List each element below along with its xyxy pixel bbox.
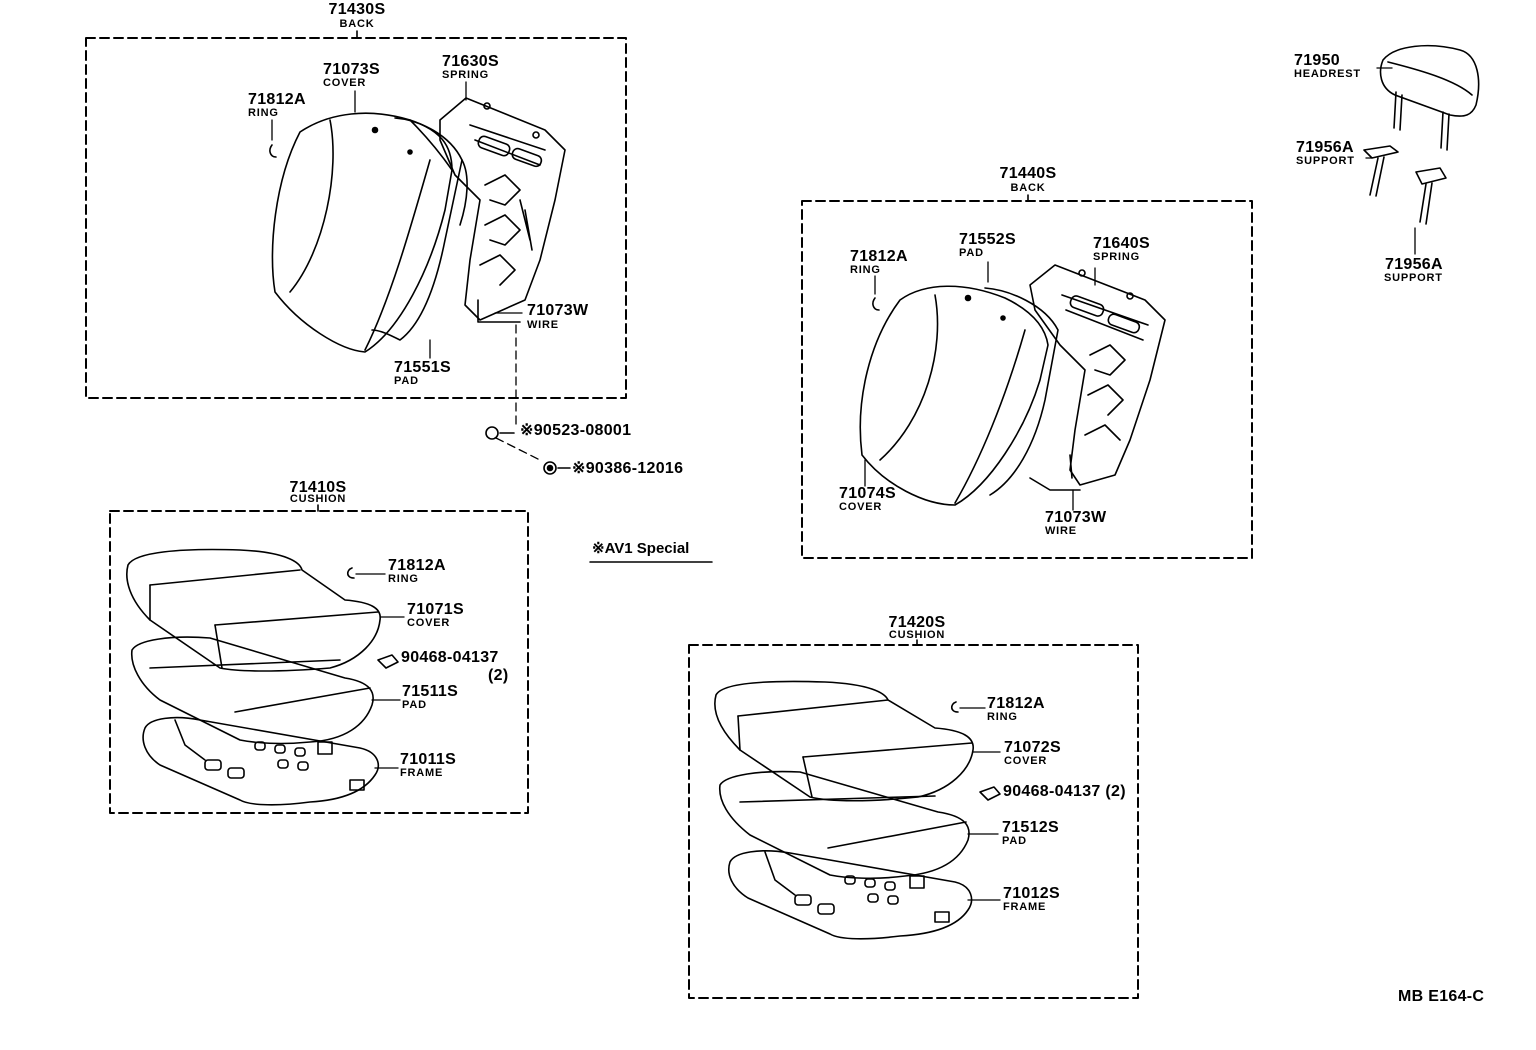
part-71812A-3-no: 71812A [388, 557, 446, 574]
rear-back-spring-drawing [1029, 264, 1166, 486]
front-back-wire-drawing [477, 299, 521, 323]
rear-cushion-clip-drawing [979, 786, 1001, 801]
part-90386-marker: ※ [572, 460, 586, 477]
group-box-cushion-front [109, 504, 529, 814]
leaders-front-cushion [371, 616, 405, 769]
group-back-rear-part-no: 71440S [999, 165, 1057, 182]
part-71640S-name: SPRING [1093, 251, 1140, 263]
part-90523-marker: ※ [520, 422, 534, 439]
fastener-dashline [495, 324, 541, 461]
rear-back-cover-drawing [859, 285, 1049, 506]
front-cushion-clip-drawing [377, 654, 399, 669]
front-cushion-frame-drawing [142, 716, 379, 806]
group-back-front-part-no: 71430S [328, 1, 386, 18]
part-71011S-no: 71011S [400, 751, 457, 768]
part-71812A-3-name: RING [388, 573, 419, 585]
legend-av1-special: ※AV1 Special [592, 540, 690, 557]
part-71073W-1-name: WIRE [527, 319, 559, 331]
front-cushion-pad-drawing [131, 636, 374, 745]
part-71812A-4-no: 71812A [987, 695, 1045, 712]
part-71812A-2-name: RING [850, 264, 881, 276]
part-71640S-no: 71640S [1093, 235, 1150, 252]
part-71512S-name: PAD [1002, 835, 1027, 847]
rear-back-wire-drawing [1029, 454, 1081, 491]
part-71950-name: HEADREST [1294, 68, 1361, 80]
part-71073S-no: 71073S [323, 61, 380, 78]
headrest-support-2-drawing [1414, 167, 1447, 255]
part-90468-1-qty: (2) [488, 667, 509, 684]
part-71072S-name: COVER [1004, 755, 1048, 767]
part-71071S-name: COVER [407, 617, 451, 629]
part-71956A-1-name: SUPPORT [1296, 155, 1355, 167]
part-71012S-no: 71012S [1003, 885, 1060, 902]
leaders-rear-cushion [967, 751, 1001, 901]
front-cushion-cover-drawing [126, 548, 381, 672]
front-cushion-ring-drawing [346, 567, 386, 579]
part-71074S-no: 71074S [839, 485, 896, 502]
bolt-90523-drawing [485, 426, 515, 440]
part-71812A-1-no: 71812A [248, 91, 306, 108]
rear-cushion-frame-drawing [728, 850, 973, 940]
group-box-cushion-rear [688, 639, 1139, 999]
part-71511S-no: 71511S [402, 683, 459, 700]
part-71073W-2-name: WIRE [1045, 525, 1077, 537]
leaders-rear-back [864, 261, 1096, 511]
part-71512S-no: 71512S [1002, 819, 1059, 836]
part-90468-1-no: 90468-04137 [401, 649, 499, 666]
rear-back-pad-drawing [984, 287, 1059, 496]
part-71012S-name: FRAME [1003, 901, 1047, 913]
front-back-spring-drawing [439, 97, 566, 321]
group-cushion-front-name: CUSHION [289, 493, 347, 505]
part-71511S-name: PAD [402, 699, 427, 711]
group-cushion-rear-part-no: 71420S [888, 614, 946, 631]
part-71074S-name: COVER [839, 501, 883, 513]
rear-back-ring-drawing [872, 297, 880, 311]
part-90523-no: 90523-08001 [533, 422, 632, 439]
front-back-ring-drawing [269, 144, 277, 158]
figure-code: MB E164-C [1398, 988, 1485, 1005]
group-cushion-rear-name: CUSHION [888, 629, 946, 641]
part-90523-label: ※90523-08001 [520, 423, 631, 439]
bolt-90386-drawing [543, 461, 571, 475]
part-71552S-no: 71552S [959, 231, 1016, 248]
part-90386-no: 90386-12016 [585, 460, 684, 477]
part-71073W-2-no: 71073W [1045, 509, 1107, 526]
part-71072S-no: 71072S [1004, 739, 1061, 756]
rear-cushion-cover-drawing [714, 680, 974, 802]
part-90386-label: ※90386-12016 [572, 461, 683, 477]
front-back-cover-drawing [271, 112, 453, 353]
part-71812A-1-name: RING [248, 107, 279, 119]
part-71071S-no: 71071S [407, 601, 464, 618]
part-90468-2-qty: (2) [1105, 783, 1126, 800]
group-box-back-front [85, 30, 627, 399]
part-71812A-4-name: RING [987, 711, 1018, 723]
part-90468-2-label: 90468-04137 (2) [1003, 784, 1126, 800]
part-90468-2-no: 90468-04137 [1003, 783, 1101, 800]
leaders-front-back [271, 81, 523, 359]
headrest-drawing [1376, 44, 1480, 151]
group-back-rear-name: BACK [1010, 182, 1046, 194]
part-71956A-1-no: 71956A [1296, 139, 1354, 156]
part-71956A-2-no: 71956A [1385, 256, 1443, 273]
group-back-front-name: BACK [339, 18, 375, 30]
part-71950-no: 71950 [1294, 52, 1340, 69]
part-71630S-name: SPRING [442, 69, 489, 81]
part-71011S-name: FRAME [400, 767, 444, 779]
rear-cushion-pad-drawing [719, 770, 970, 880]
part-71956A-2-name: SUPPORT [1384, 272, 1443, 284]
headrest-support-1-drawing [1363, 145, 1399, 197]
part-71812A-2-no: 71812A [850, 248, 908, 265]
front-back-pad-drawing [371, 117, 468, 341]
part-71551S-no: 71551S [394, 359, 451, 376]
part-71630S-no: 71630S [442, 53, 499, 70]
group-box-back-rear [801, 194, 1253, 559]
group-cushion-front-part-no: 71410S [289, 479, 347, 496]
part-71073W-1-no: 71073W [527, 302, 589, 319]
part-71551S-name: PAD [394, 375, 419, 387]
part-71073S-name: COVER [323, 77, 367, 89]
rear-cushion-ring-drawing [950, 701, 986, 713]
part-71552S-name: PAD [959, 247, 984, 259]
